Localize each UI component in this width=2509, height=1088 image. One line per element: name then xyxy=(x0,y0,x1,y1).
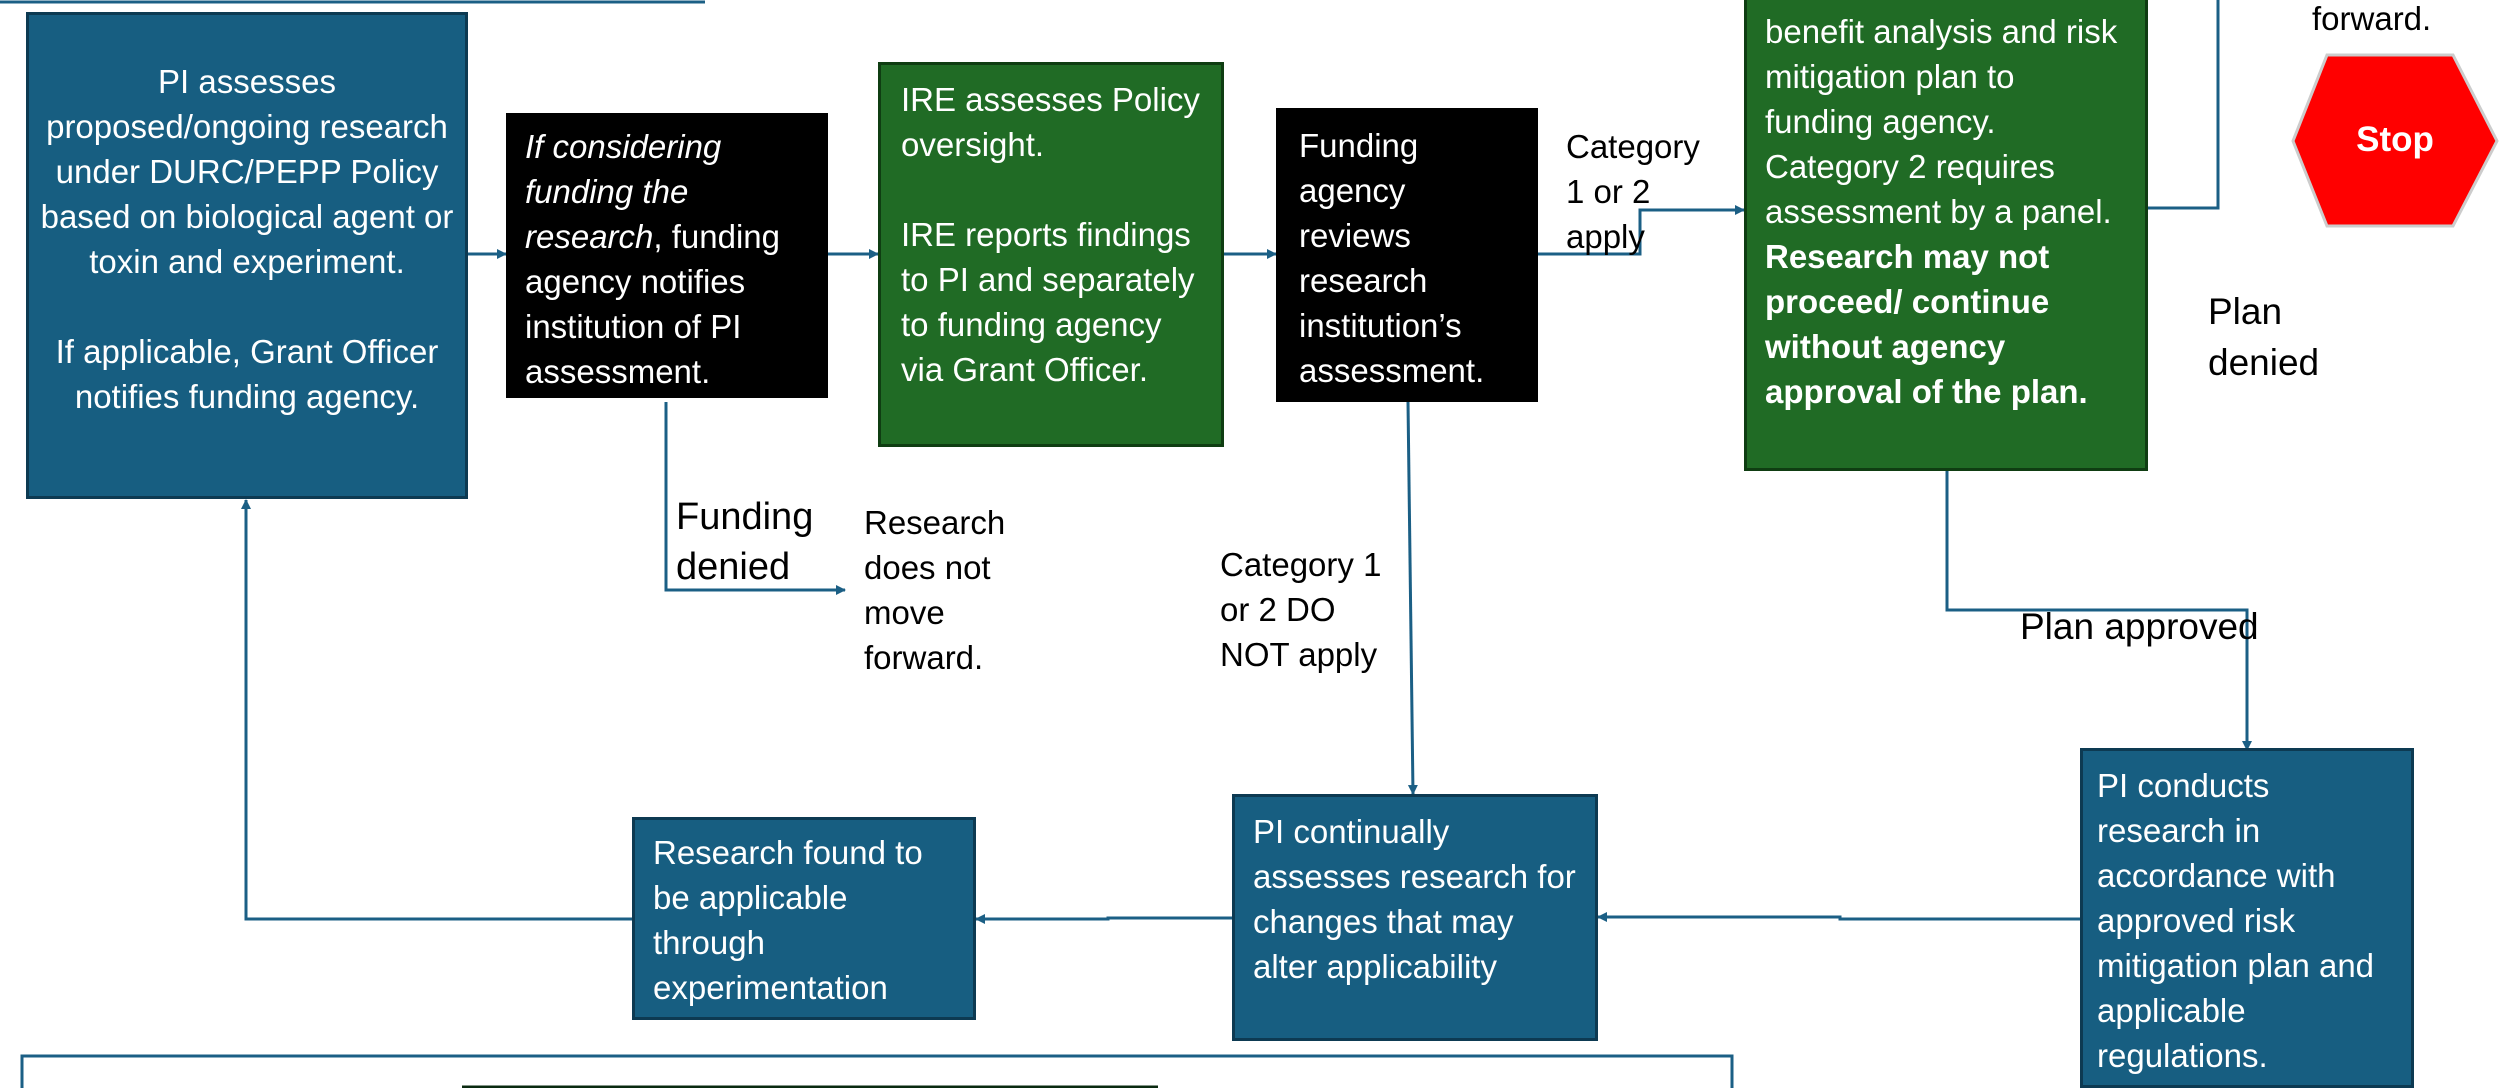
forward-top-label: forward. xyxy=(2312,0,2432,37)
arrow-plan-approved xyxy=(1945,471,2252,751)
found-applicable-text: Research found to be applicable through … xyxy=(653,834,923,1006)
agency-notifies-text: , funding agency notifies institution of… xyxy=(525,218,780,390)
arrow-funding-denied xyxy=(664,402,846,595)
category-apply-label: Category 1 or 2 apply xyxy=(1566,128,1700,255)
pi-continually-text: PI continually assesses research for cha… xyxy=(1253,813,1576,985)
grant-officer-text: If applicable, Grant Officer notifies fu… xyxy=(55,333,439,415)
plan-denied-label: Plan denied xyxy=(2208,291,2320,383)
pi-conducts-box: PI conducts research in accordance with … xyxy=(2080,748,2414,1088)
arrow-review-to-plan xyxy=(1538,205,1745,256)
arrow-continually-to-found xyxy=(975,914,1232,924)
line-plan-denied xyxy=(2148,0,2220,210)
bottom-legend-frame xyxy=(20,1054,1734,1088)
funding-denied-label: Funding denied xyxy=(676,496,814,588)
risk-plan-text: benefit analysis and risk mitigation pla… xyxy=(1765,13,2118,230)
not-forward-label: Research does not move forward. xyxy=(864,504,1006,676)
stop-sign-icon xyxy=(2291,53,2499,228)
agency-notifies-italic: If considering funding the research xyxy=(525,128,722,255)
pi-continually-box: PI continually assesses research for cha… xyxy=(1232,794,1598,1041)
ire-assesses-text: IRE assesses Policy oversight. xyxy=(901,81,1200,163)
ire-reports-text: IRE reports findings to PI and separatel… xyxy=(901,216,1195,388)
arrow-review-to-pi-continually xyxy=(1406,401,1418,795)
found-applicable-box: Research found to be applicable through … xyxy=(632,817,976,1020)
arrow-conducts-to-continually xyxy=(1597,912,2080,922)
ire-assesses-box: IRE assesses Policy oversight. IRE repor… xyxy=(878,62,1224,447)
stop-sign-label: Stop xyxy=(2356,120,2434,159)
pi-assesses-box: PI assesses proposed/ongoing research un… xyxy=(26,12,468,499)
agency-reviews-text: Funding agency reviews research institut… xyxy=(1299,127,1485,389)
pi-conducts-text: PI conducts research in accordance with … xyxy=(2097,767,2375,1074)
agency-reviews-box: Funding agency reviews research institut… xyxy=(1276,108,1538,402)
pi-assesses-text: PI assesses proposed/ongoing research un… xyxy=(40,63,454,280)
arrow-found-to-pi xyxy=(241,499,632,921)
plan-approved-label: Plan approved xyxy=(2020,606,2259,647)
agency-notifies-box: If considering funding the research, fun… xyxy=(506,113,828,398)
risk-plan-bold-text: Research may not proceed/ continue witho… xyxy=(1765,238,2088,410)
category-not-apply-label: Category 1 or 2 DO NOT apply xyxy=(1220,546,1382,673)
risk-plan-box: benefit analysis and risk mitigation pla… xyxy=(1744,0,2148,471)
